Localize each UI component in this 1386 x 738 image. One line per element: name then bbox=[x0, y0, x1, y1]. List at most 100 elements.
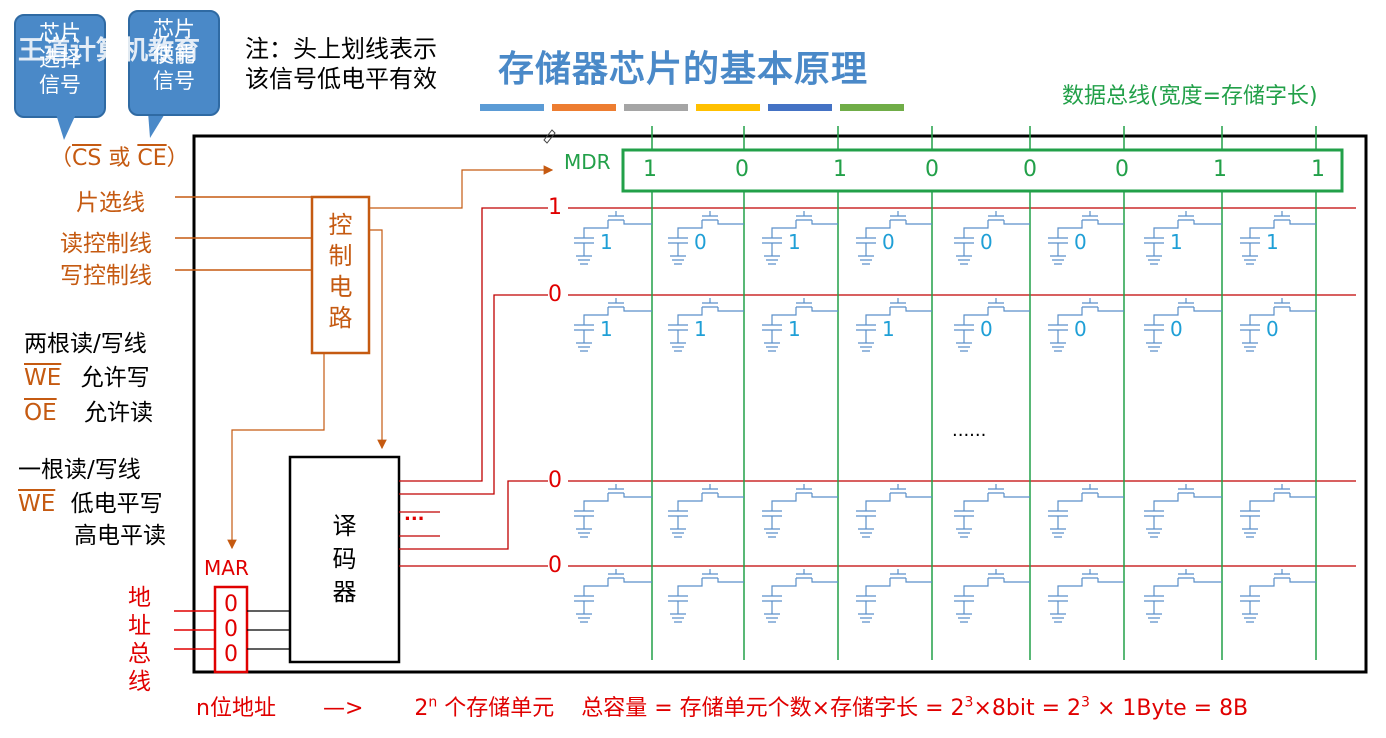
memory-cell bbox=[1048, 298, 1124, 352]
chip-outline bbox=[192, 134, 1368, 674]
memory-cell bbox=[954, 298, 1030, 352]
memory-cell bbox=[1144, 569, 1222, 623]
memory-cell bbox=[954, 211, 1030, 265]
memory-cell bbox=[1240, 211, 1316, 265]
address-bus-label: 地 址 总 线 bbox=[128, 584, 151, 696]
we-desc: 允许写 bbox=[80, 365, 150, 391]
we-signal: WE bbox=[24, 365, 62, 391]
memory-cell bbox=[1144, 211, 1222, 265]
mdr-bit: 1 bbox=[1311, 157, 1325, 182]
mdr-bit: 0 bbox=[1115, 157, 1129, 182]
paren-open: （ bbox=[50, 146, 73, 171]
note-line-2: 该信号低电平有效 bbox=[245, 65, 437, 93]
memory-cell bbox=[856, 211, 932, 265]
storage-units: 个存储单元 bbox=[437, 696, 555, 721]
memory-cell bbox=[1240, 569, 1316, 623]
control-circuit-box bbox=[310, 195, 371, 355]
memory-cell bbox=[1048, 484, 1124, 538]
word-line-label-1: 0 bbox=[548, 282, 562, 307]
low-level-write: 低电平写 bbox=[70, 491, 163, 517]
memory-cell bbox=[1144, 298, 1222, 352]
memory-cell bbox=[762, 569, 838, 623]
arrow-text: —> bbox=[322, 696, 364, 721]
word-line-label-0: 1 bbox=[548, 195, 562, 220]
paren-close: ） bbox=[166, 146, 189, 171]
bottom-formula: n位地址 —> 2n 个存储单元 总容量 = 存储单元个数×存储字长 = 23×… bbox=[196, 690, 1248, 722]
oe-desc: 允许读 bbox=[83, 400, 153, 426]
memory-cell bbox=[1048, 211, 1124, 265]
ce-signal: CE bbox=[137, 146, 167, 171]
memory-cell bbox=[574, 298, 652, 352]
color-bar-segment bbox=[768, 104, 832, 111]
chip-select-line-label: 片选线 bbox=[76, 190, 145, 216]
cell-value: 0 bbox=[694, 230, 707, 254]
rw-two-lines-heading: 两根读/写线 bbox=[24, 331, 147, 357]
memory-cell bbox=[574, 211, 652, 265]
cs-signal: CS bbox=[72, 146, 102, 171]
memory-cell bbox=[762, 484, 838, 538]
memory-cell bbox=[574, 569, 652, 623]
memory-cell bbox=[1240, 484, 1316, 538]
cell-value: 1 bbox=[600, 317, 613, 341]
watermark: 王道计算机教育 bbox=[18, 36, 201, 66]
cell-value: 0 bbox=[1074, 230, 1087, 254]
decoder-char-1: 译 bbox=[332, 512, 357, 540]
memory-cell bbox=[574, 484, 652, 538]
chip-select-callout: 芯片 选择 信号 bbox=[14, 14, 106, 118]
ab-char-1: 地 bbox=[128, 585, 151, 611]
oe-allow-read: OE 允许读 bbox=[24, 393, 153, 427]
mdr-bit: 1 bbox=[833, 157, 847, 182]
memory-cell bbox=[856, 569, 932, 623]
memory-cell bbox=[954, 569, 1030, 623]
high-level-read: 高电平读 bbox=[74, 523, 166, 549]
n-bit-address: n位地址 bbox=[196, 696, 276, 721]
cc-char-4: 路 bbox=[328, 304, 353, 332]
cell-value: 1 bbox=[788, 230, 801, 254]
memory-cell bbox=[668, 298, 744, 352]
cs-ce-label: （CS 或 CE） bbox=[50, 140, 189, 172]
ab-char-3: 总 bbox=[128, 641, 151, 667]
memory-cell bbox=[856, 484, 932, 538]
bit-lines bbox=[651, 126, 1317, 660]
memory-cell bbox=[1144, 484, 1222, 538]
cell-value: 0 bbox=[1074, 317, 1087, 341]
or-text: 或 bbox=[108, 146, 131, 171]
cell-value: 0 bbox=[1170, 317, 1183, 341]
cell-value: 1 bbox=[788, 317, 801, 341]
we-allow-write: WE 允许写 bbox=[24, 358, 150, 392]
decoder-output-dots: ... bbox=[404, 504, 425, 525]
mdr-bit: 1 bbox=[1213, 157, 1227, 182]
color-bar-segment bbox=[696, 104, 760, 111]
chip-enable-callout-text: 芯片 使能 信号 bbox=[153, 17, 195, 93]
cap-end: × 1Byte = 8B bbox=[1089, 696, 1249, 721]
mdr-label: MDR bbox=[564, 150, 611, 174]
title-color-bar bbox=[480, 104, 904, 111]
color-bar-segment bbox=[624, 104, 688, 111]
write-control-line-label: 写控制线 bbox=[60, 263, 152, 289]
memory-cell bbox=[1048, 569, 1124, 623]
memory-cell bbox=[668, 569, 744, 623]
decoder-box bbox=[288, 455, 401, 664]
ab-char-4: 线 bbox=[128, 669, 151, 695]
read-control-line-label: 读控制线 bbox=[60, 231, 152, 257]
memory-cells bbox=[574, 211, 1316, 623]
cell-value: 1 bbox=[1170, 230, 1183, 254]
cell-value: 1 bbox=[1266, 230, 1279, 254]
rw-one-line-heading: 一根读/写线 bbox=[18, 457, 141, 483]
rows-ellipsis: ...... bbox=[952, 420, 987, 441]
mar-label: MAR bbox=[204, 556, 249, 580]
n-superscript: n bbox=[428, 694, 438, 711]
memory-cell bbox=[1240, 298, 1316, 352]
cell-value: 0 bbox=[980, 230, 993, 254]
cell-value: 1 bbox=[882, 317, 895, 341]
cap-sup-1: 3 bbox=[964, 694, 974, 711]
memory-cell bbox=[668, 484, 744, 538]
mdr-bit: 1 bbox=[643, 157, 657, 182]
mar-bit-1: 0 bbox=[224, 617, 238, 642]
color-bar-segment bbox=[480, 104, 544, 111]
color-bar-segment bbox=[840, 104, 904, 111]
we-low-write: WE 低电平写 bbox=[18, 484, 163, 518]
mdr-bit: 0 bbox=[1023, 157, 1037, 182]
cc-char-2: 制 bbox=[328, 242, 353, 270]
